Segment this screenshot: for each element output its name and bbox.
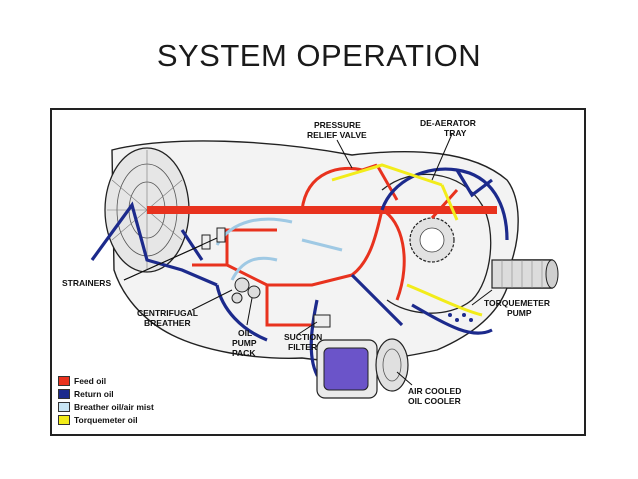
label-suction-1: SUCTION (284, 332, 322, 342)
slide-title: SYSTEM OPERATION (156, 38, 482, 73)
label-pressure-relief-valve-1: PRESSURE (314, 120, 361, 130)
label-de-aerator-2: TRAY (444, 128, 467, 138)
legend-label-return: Return oil (74, 388, 114, 399)
legend-item-torque: Torquemeter oil (58, 413, 154, 426)
return-oil-lines (90, 167, 509, 382)
label-centrifugal-2: BREATHER (144, 318, 191, 328)
legend-swatch-torque (58, 414, 70, 425)
feed-oil-lines (192, 163, 459, 327)
oil-system-diagram: PRESSURE RELIEF VALVE DE-AERATOR TRAY ST… (62, 118, 559, 406)
label-oil-pump-1: OIL (238, 328, 252, 338)
label-torquemeter-2: PUMP (507, 308, 532, 318)
label-suction-2: FILTER (288, 342, 317, 352)
label-oil-pump-2: PUMP (232, 338, 257, 348)
strainers (201, 227, 226, 250)
legend-swatch-feed (58, 375, 70, 386)
legend-swatch-breather (58, 401, 70, 412)
legend: Feed oil Return oil Breather oil/air mis… (58, 374, 154, 426)
legend-item-feed: Feed oil (58, 374, 154, 387)
torquemeter-lines (331, 163, 483, 317)
gearbox-housing (381, 173, 492, 314)
air-cooled-oil-cooler (316, 338, 409, 399)
label-strainers: STRAINERS (62, 278, 111, 288)
legend-item-breather: Breather oil/air mist (58, 400, 154, 413)
label-pressure-relief-valve-2: RELIEF VALVE (307, 130, 367, 140)
label-oil-cooler-2: OIL COOLER (408, 396, 461, 406)
label-oil-cooler-1: AIR COOLED (408, 386, 461, 396)
legend-label-feed: Feed oil (74, 375, 107, 386)
torquemeter-drops (448, 313, 473, 322)
label-torquemeter-1: TORQUEMETER (484, 298, 550, 308)
label-de-aerator-1: DE-AERATOR (420, 118, 476, 128)
legend-label-torque: Torquemeter oil (74, 414, 138, 425)
leader-lines (123, 133, 493, 386)
label-centrifugal-1: CENTRIFUGAL (137, 308, 198, 318)
engine-casing (111, 140, 553, 362)
legend-swatch-return (58, 388, 70, 399)
feed-oil-main-shaft (147, 206, 497, 214)
diagram-frame: PRESSURE RELIEF VALVE DE-AERATOR TRAY ST… (50, 108, 586, 436)
suction-filter (313, 314, 331, 328)
legend-label-breather: Breather oil/air mist (74, 401, 154, 412)
oil-pump-pack (231, 277, 261, 304)
legend-item-return: Return oil (58, 387, 154, 400)
label-oil-pump-3: PACK (232, 348, 256, 358)
